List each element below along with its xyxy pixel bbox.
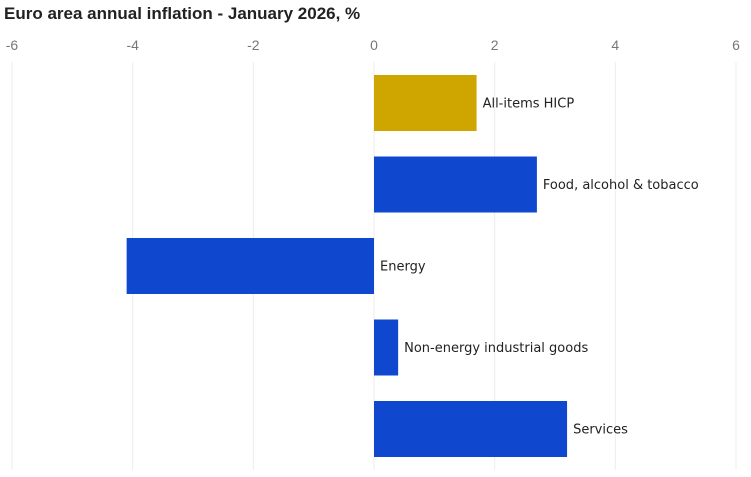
bar-food-alcohol-tobacco[interactable] bbox=[374, 156, 537, 213]
bar-label: Non-energy industrial goods bbox=[404, 341, 588, 356]
x-tick-label: 4 bbox=[611, 37, 619, 53]
x-tick-label: -6 bbox=[6, 37, 19, 53]
bar-labels: All-items HICP Food, alcohol & tobaccoEne… bbox=[380, 97, 699, 438]
bar-non-energy-industrial-goods[interactable] bbox=[374, 319, 399, 376]
x-tick-label: 2 bbox=[491, 37, 499, 53]
bar-label: All-items HICP bbox=[483, 97, 575, 112]
x-tick-label: -4 bbox=[126, 37, 139, 53]
bar-label: Energy bbox=[380, 260, 426, 275]
x-tick-label: 6 bbox=[732, 37, 740, 53]
chart-title: Euro area annual inflation - January 202… bbox=[4, 4, 361, 23]
bars bbox=[126, 75, 568, 457]
bar-energy[interactable] bbox=[126, 238, 374, 294]
x-axis-ticks: -6 -4 -2 0 2 4 6 bbox=[6, 37, 740, 53]
bar-label: Services bbox=[573, 423, 628, 438]
x-tick-label: 0 bbox=[370, 37, 378, 53]
x-tick-label: -2 bbox=[247, 37, 260, 53]
bar-all-items-hicp[interactable] bbox=[374, 75, 477, 131]
bar-label: Food, alcohol & tobacco bbox=[543, 178, 699, 193]
bar-services[interactable] bbox=[374, 401, 568, 457]
